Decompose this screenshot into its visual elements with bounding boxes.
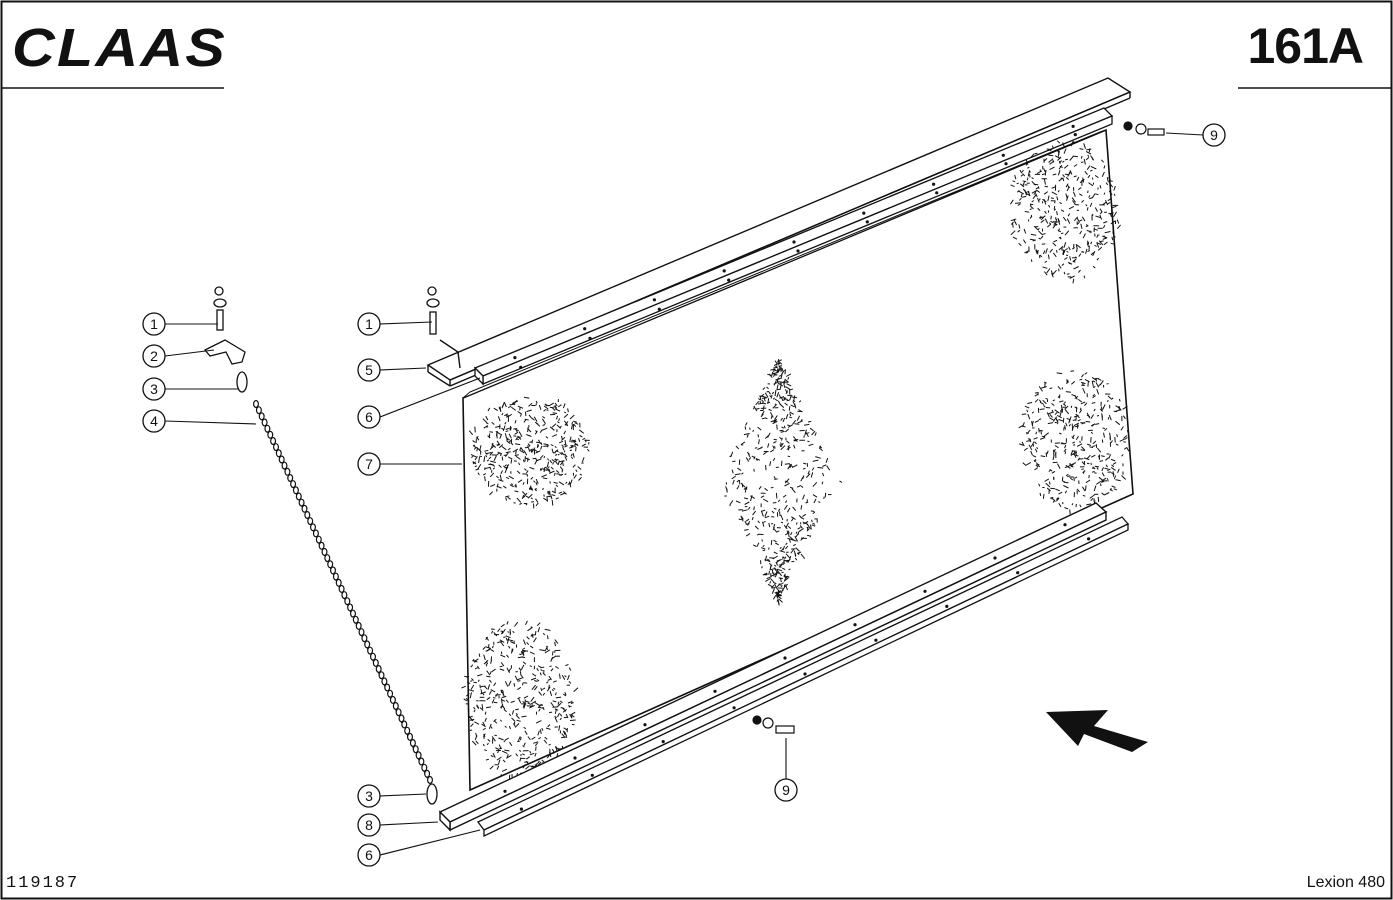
callout-1: 1 xyxy=(357,312,433,336)
fastener-holes xyxy=(503,124,1091,811)
bolt-top-right xyxy=(1123,121,1165,136)
callout-label: 8 xyxy=(365,817,373,833)
callout-label: 2 xyxy=(150,348,158,364)
callout-label: 9 xyxy=(782,782,790,798)
callout-5: 5 xyxy=(357,358,427,382)
callout-7: 7 xyxy=(357,452,462,476)
chain xyxy=(253,400,434,785)
callout-label: 6 xyxy=(365,847,373,863)
model-name: Lexion 480 xyxy=(1306,874,1385,891)
mat-texture xyxy=(461,140,1130,781)
callout-2: 2 xyxy=(142,344,215,368)
drawing-number: 119187 xyxy=(6,874,80,893)
callout-9: 9 xyxy=(1165,123,1226,147)
callout-label: 5 xyxy=(365,362,373,378)
lower-strip xyxy=(477,516,1130,838)
bolt-bottom xyxy=(752,715,795,734)
mat-panel xyxy=(462,128,1134,792)
callouts: 1 2 3 4 1 5 6 7 9 9 3 8 6 xyxy=(142,123,1226,867)
bottom-hook xyxy=(426,783,438,805)
direction-arrow xyxy=(1046,710,1148,752)
page-number: 161A xyxy=(1247,18,1364,74)
callout-label: 3 xyxy=(150,381,158,397)
callout-9: 9 xyxy=(774,738,798,802)
callout-3: 3 xyxy=(142,377,238,401)
bolt-stack-top xyxy=(426,286,440,335)
callout-label: 1 xyxy=(150,316,158,332)
callout-4: 4 xyxy=(142,409,257,433)
callout-3: 3 xyxy=(357,784,427,808)
bottom-bar xyxy=(438,502,1108,832)
bracket-assembly xyxy=(203,286,248,393)
brand-text: CLAAS xyxy=(12,18,227,76)
callout-label: 6 xyxy=(365,409,373,425)
callout-6: 6 xyxy=(357,829,481,867)
callout-label: 4 xyxy=(150,413,158,429)
callout-label: 3 xyxy=(365,788,373,804)
callout-label: 7 xyxy=(365,456,373,472)
callout-1: 1 xyxy=(142,312,218,336)
callout-label: 9 xyxy=(1210,127,1218,143)
callout-8: 8 xyxy=(357,813,439,837)
callout-6: 6 xyxy=(357,377,481,429)
brand-logo: CLAAS xyxy=(12,18,227,76)
callout-label: 1 xyxy=(365,316,373,332)
